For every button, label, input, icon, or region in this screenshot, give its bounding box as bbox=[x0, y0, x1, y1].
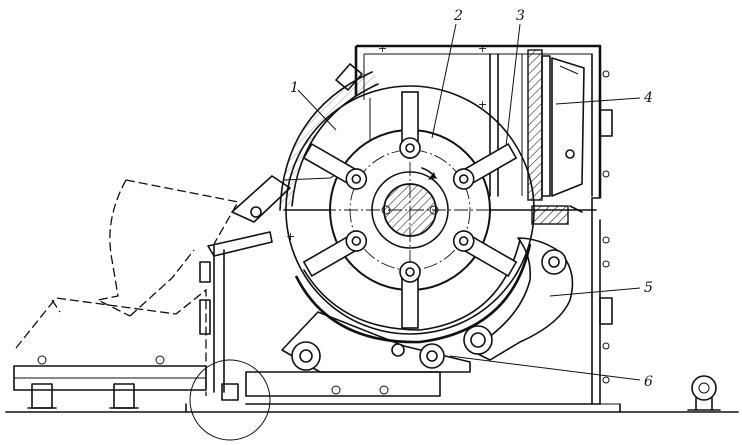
hammers bbox=[302, 91, 518, 329]
svg-text:+: + bbox=[378, 42, 387, 55]
leader-lines bbox=[297, 23, 641, 381]
callout-5: 5 bbox=[644, 280, 653, 296]
right-foot bbox=[687, 375, 721, 411]
lower-grate bbox=[294, 237, 574, 361]
svg-text:+: + bbox=[478, 98, 487, 111]
feed-arm bbox=[199, 175, 291, 393]
detail-circle bbox=[189, 359, 271, 441]
callout-1: 1 bbox=[290, 80, 299, 96]
base-frame bbox=[13, 355, 441, 441]
svg-text:+: + bbox=[478, 42, 487, 55]
dashed-swing-outline bbox=[15, 179, 240, 396]
feed-liner bbox=[279, 63, 379, 211]
callout-2: 2 bbox=[453, 8, 463, 24]
callout-6: 6 bbox=[644, 374, 653, 390]
rotor-outer-circle bbox=[285, 85, 535, 335]
callout-3: 3 bbox=[516, 8, 525, 24]
callout-4: 4 bbox=[643, 90, 653, 106]
support-linkage bbox=[281, 311, 471, 395]
right-side-fittings bbox=[599, 70, 613, 384]
grate-plate bbox=[527, 49, 585, 225]
svg-text:+: + bbox=[286, 230, 295, 243]
housing: + + + + + bbox=[185, 42, 621, 413]
